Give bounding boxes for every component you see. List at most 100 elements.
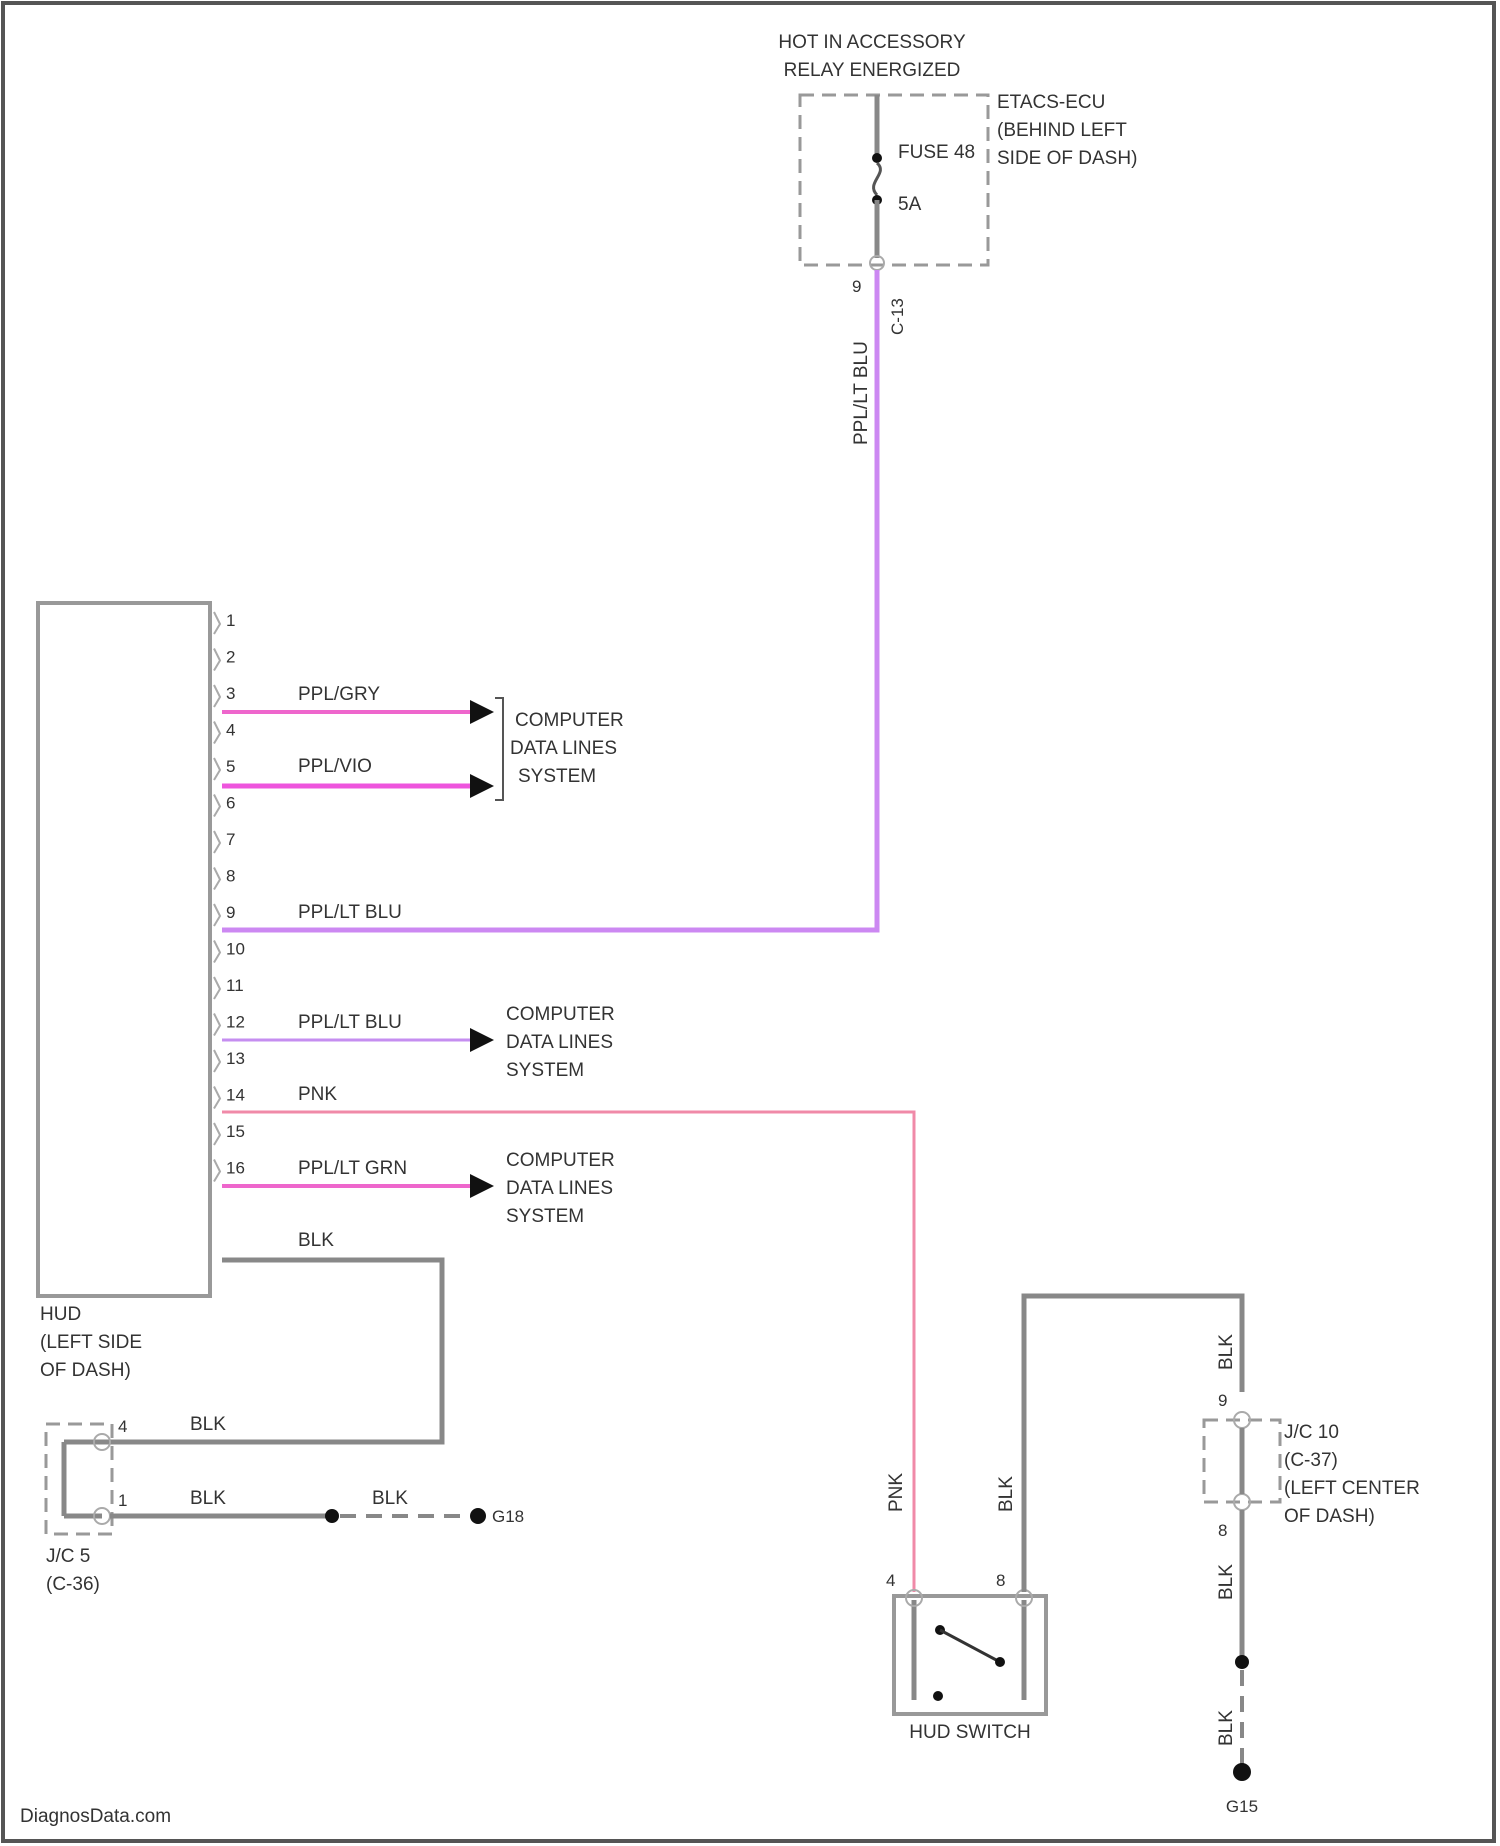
hud-pin-6: 6 xyxy=(226,794,235,813)
g15-wire-label: BLK xyxy=(1216,1564,1237,1600)
ppl-gry-arrow xyxy=(470,700,494,724)
ppl-lt-blu-arrow xyxy=(470,1028,494,1052)
switch-pin-b: 8 xyxy=(996,1571,1005,1590)
jc10-label-line1: J/C 10 xyxy=(1284,1422,1339,1443)
hud-label-line3: OF DASH) xyxy=(40,1360,131,1381)
hud-pin-terminal-16 xyxy=(214,1160,220,1182)
jc10-label-line2: (C-37) xyxy=(1284,1450,1338,1471)
etacs-connector-id: C-13 xyxy=(888,298,907,335)
hud-pin-7: 7 xyxy=(226,830,235,849)
computer-mid-line3: SYSTEM xyxy=(506,1060,584,1081)
computer-bot-line1: COMPUTER xyxy=(506,1150,615,1171)
hud-ground-wire xyxy=(102,1260,442,1442)
computer-bot-line2: DATA LINES xyxy=(506,1178,613,1199)
computer-top-line2: DATA LINES xyxy=(510,738,617,759)
ppl-lt-grn-label: PPL/LT GRN xyxy=(298,1158,407,1179)
fuse-48-symbol xyxy=(874,163,881,195)
g15-ground-icon xyxy=(1233,1763,1251,1781)
jc5-wire-a-label: BLK xyxy=(190,1414,226,1435)
hud-pin12-wire-label: PPL/LT BLU xyxy=(298,1012,402,1033)
hud-pin-12: 12 xyxy=(226,1013,245,1032)
g15-label: G15 xyxy=(1226,1797,1258,1816)
hud-pin-terminal-6 xyxy=(214,795,220,817)
hud-label-line2: (LEFT SIDE xyxy=(40,1332,142,1353)
jc10-pin-bot: 8 xyxy=(1218,1521,1227,1540)
etacs-label-line2: (BEHIND LEFT xyxy=(997,120,1127,141)
ppl-gry-label: PPL/GRY xyxy=(298,684,380,705)
hud-pin-terminal-5 xyxy=(214,758,220,780)
hud-switch-label: HUD SWITCH xyxy=(909,1722,1030,1743)
computer-mid-line2: DATA LINES xyxy=(506,1032,613,1053)
jc10-label-line3: (LEFT CENTER xyxy=(1284,1478,1420,1499)
hud-pin16-wire-label: BLK xyxy=(298,1230,334,1251)
switch-contact-right xyxy=(995,1657,1005,1667)
hud-pin-2: 2 xyxy=(226,648,235,667)
relay-title-line2: RELAY ENERGIZED xyxy=(784,60,961,81)
feed-wire-color-label: PPL/LT BLU xyxy=(851,341,872,445)
pnk-label: PNK xyxy=(298,1084,337,1105)
jc10-pin-top: 9 xyxy=(1218,1391,1227,1410)
switch-contact-bottom xyxy=(933,1691,943,1701)
jc5-pin-b: 1 xyxy=(118,1491,127,1510)
computer-top-line3: SYSTEM xyxy=(518,766,596,787)
hud-pin-15: 15 xyxy=(226,1122,245,1141)
hud-label-line1: HUD xyxy=(40,1304,81,1325)
hud-pin-9: 9 xyxy=(226,903,235,922)
pnk-vertical-label: PNK xyxy=(886,1473,907,1512)
hud-pin-10: 10 xyxy=(226,940,245,959)
hud-pin-terminal-7 xyxy=(214,831,220,853)
jc5-pin-a: 4 xyxy=(118,1417,127,1436)
ppl-lt-grn-arrow xyxy=(470,1174,494,1198)
switch-ground-wire xyxy=(1024,1296,1242,1592)
g18-splice xyxy=(325,1509,339,1523)
g15-splice xyxy=(1235,1655,1249,1669)
hud-pin-5: 5 xyxy=(226,757,235,776)
switch-pin-a: 4 xyxy=(886,1571,895,1590)
computer-mid-line1: COMPUTER xyxy=(506,1004,615,1025)
hud-pin-8: 8 xyxy=(226,867,235,886)
ppl-vio-arrow xyxy=(470,774,494,798)
hud-pin-terminal-8 xyxy=(214,868,220,890)
hud-pin-terminal-13 xyxy=(214,1050,220,1072)
etacs-pin-number: 9 xyxy=(852,277,861,296)
hud-pin-1: 1 xyxy=(226,611,235,630)
jc10-top-wire-label: BLK xyxy=(1216,1334,1237,1370)
switch-blade-icon xyxy=(940,1630,1000,1662)
etacs-ecu-box xyxy=(800,95,988,265)
hud-pin-terminal-14 xyxy=(214,1087,220,1109)
hud-pin-terminal-9 xyxy=(214,904,220,926)
hud-pin-terminal-3 xyxy=(214,685,220,707)
etacs-pin-terminal xyxy=(870,256,884,270)
hud-pin-terminal-15 xyxy=(214,1123,220,1145)
g18-label: G18 xyxy=(492,1507,524,1526)
hud-pin-terminal-11 xyxy=(214,977,220,999)
fuse-terminal-top xyxy=(872,153,882,163)
g18-wire-label: BLK xyxy=(372,1488,408,1509)
fuse-amp-label: 5A xyxy=(898,194,922,215)
hud-pin-16: 16 xyxy=(226,1159,245,1178)
g18-ground-icon xyxy=(470,1508,486,1524)
computer-bot-line3: SYSTEM xyxy=(506,1206,584,1227)
hud-pin10-wire-label: PPL/LT BLU xyxy=(298,902,402,923)
hud-pin-11: 11 xyxy=(226,976,244,995)
fuse-label: FUSE 48 xyxy=(898,142,975,163)
diagram-frame xyxy=(3,3,1494,1841)
hud-pin-terminal-10 xyxy=(214,941,220,963)
data-lines-bracket xyxy=(495,698,503,800)
jc10-label-line4: OF DASH) xyxy=(1284,1506,1375,1527)
jc5-wire-b-label: BLK xyxy=(190,1488,226,1509)
ppl-lt-blu-feed-wire xyxy=(222,270,877,930)
hud-pin-3: 3 xyxy=(226,684,235,703)
hud-pin-14: 14 xyxy=(226,1086,245,1105)
switch-wire-label: BLK xyxy=(996,1476,1017,1512)
ppl-vio-label: PPL/VIO xyxy=(298,756,372,777)
hud-pin-4: 4 xyxy=(226,721,235,740)
hud-pin-terminal-12 xyxy=(214,1014,220,1036)
hud-module-box xyxy=(38,603,210,1296)
hud-pin-13: 13 xyxy=(226,1049,245,1068)
etacs-label-line3: SIDE OF DASH) xyxy=(997,148,1137,169)
computer-top-line1: COMPUTER xyxy=(515,710,624,731)
hud-pin-terminal-2 xyxy=(214,649,220,671)
